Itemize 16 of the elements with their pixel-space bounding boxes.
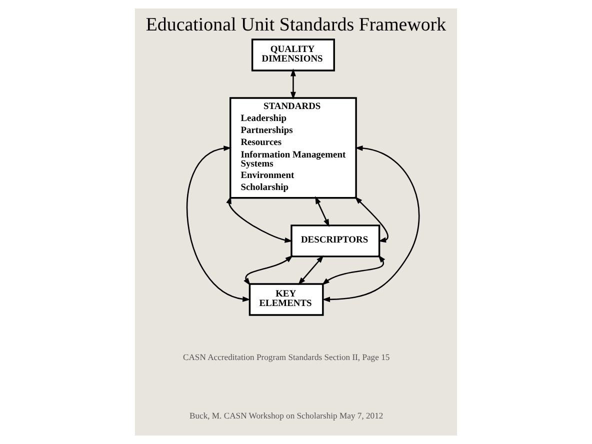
node-box: DESCRIPTORS [290,224,380,258]
node-box: QUALITY DIMENSIONS [251,38,335,72]
arrow [354,196,388,243]
arrow [315,196,330,227]
label: Buck, M. CASN Workshop on Scholarship May 7, 2012 [189,410,384,421]
arrow [298,255,324,286]
arrow [186,146,250,302]
diagram-title: Educational Unit Standards Framework [146,14,446,36]
node-box: STANDARDS Leadership Partnerships Resources Information Management Systems Environment Scholarship [230,97,357,199]
label: CASN Accreditation Program Standards Section II, Page 15 [182,352,390,362]
node-box: KEY ELEMENTS [248,283,324,316]
arrow [322,254,386,286]
arrow [226,196,293,243]
arrow [322,145,420,302]
arrow [244,255,294,286]
arrow [290,68,296,100]
